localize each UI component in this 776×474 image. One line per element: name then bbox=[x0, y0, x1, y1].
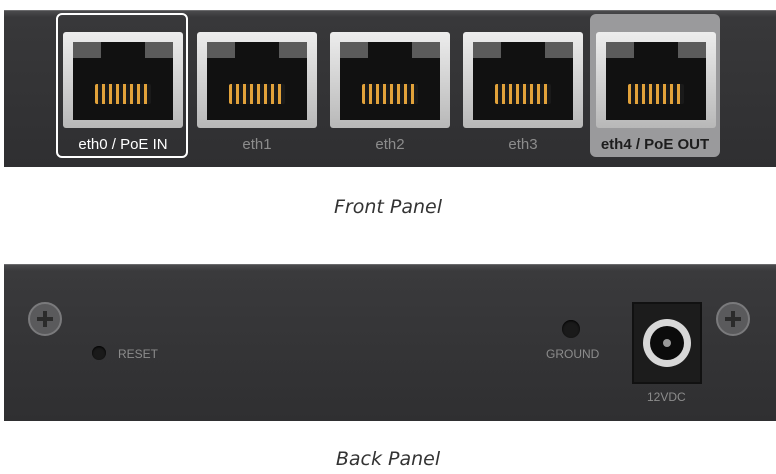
port-label-eth4: eth4 / PoE OUT bbox=[600, 136, 710, 153]
rj45-port-eth3[interactable] bbox=[463, 32, 583, 128]
port-label-eth0: eth0 / PoE IN bbox=[78, 136, 168, 153]
dc-power-jack[interactable] bbox=[632, 302, 702, 384]
left-screw-icon bbox=[28, 302, 62, 336]
right-screw-icon bbox=[716, 302, 750, 336]
power-label: 12VDC bbox=[647, 390, 686, 404]
dc-jack-icon bbox=[643, 319, 691, 367]
back-panel-caption: Back Panel bbox=[335, 448, 441, 470]
port-label-eth1: eth1 bbox=[242, 136, 272, 153]
rj45-port-eth1[interactable] bbox=[197, 32, 317, 128]
rj45-port-eth2[interactable] bbox=[330, 32, 450, 128]
port-label-eth2: eth2 bbox=[375, 136, 405, 153]
port-eth0-highlight bbox=[56, 13, 188, 158]
port-label-eth3: eth3 bbox=[508, 136, 538, 153]
ground-terminal bbox=[562, 320, 580, 338]
front-panel-caption: Front Panel bbox=[333, 196, 442, 218]
reset-label: RESET bbox=[118, 347, 159, 361]
ground-label: GROUND bbox=[546, 347, 600, 361]
rj45-port-eth0[interactable] bbox=[63, 32, 183, 128]
reset-button[interactable] bbox=[92, 346, 106, 360]
rj45-port-eth4[interactable] bbox=[596, 32, 716, 128]
